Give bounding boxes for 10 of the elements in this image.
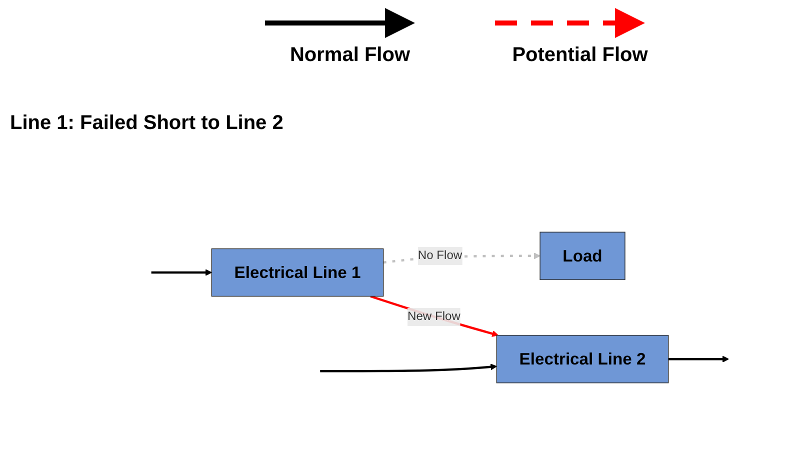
process-box: Load: [540, 232, 626, 280]
arrow: [370, 295, 498, 337]
diagram-title: Line 1: Failed Short to Line 2: [10, 112, 284, 135]
legend-label: Potential Flow: [512, 44, 648, 67]
arrow: [151, 269, 212, 276]
process-box: Electrical Line 1: [211, 248, 384, 297]
arrow: [320, 364, 497, 372]
legend-label: Normal Flow: [290, 44, 410, 67]
arrow: [668, 356, 729, 362]
process-box: Electrical Line 2: [496, 334, 669, 384]
